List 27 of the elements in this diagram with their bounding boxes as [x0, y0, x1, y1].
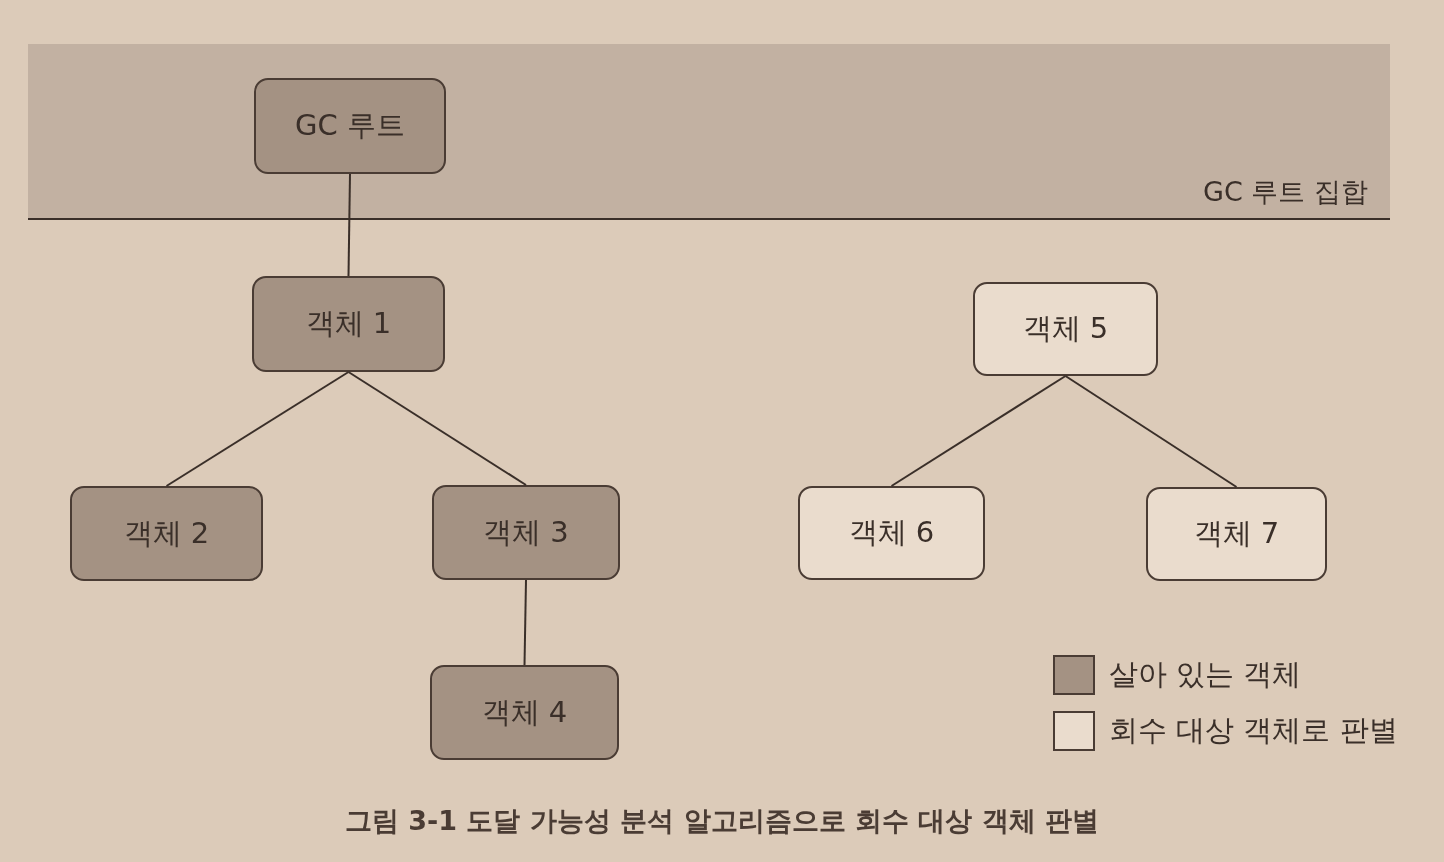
connector-line: [1064, 375, 1238, 488]
object-box: [252, 276, 445, 372]
group-band: [28, 44, 1390, 220]
legend-label: 회수 대상 객체로 판별: [1109, 712, 1398, 749]
legend-label: 살아 있는 객체: [1109, 656, 1302, 693]
group-label: GC 루트 집합: [1203, 175, 1368, 209]
node-label: 객체 1: [305, 305, 392, 342]
connector-line: [523, 579, 527, 666]
object-box: [432, 485, 620, 580]
node-label: 객체 2: [123, 514, 210, 552]
connector-line: [347, 173, 351, 277]
node-label: 객체 6: [848, 514, 935, 551]
node-label: 객체 3: [483, 513, 569, 551]
connector-line: [347, 371, 527, 486]
object-box: [70, 486, 263, 581]
object-box: [254, 78, 446, 174]
figure-caption: 그림 3-1 도달 가능성 분석 알고리즘으로 회수 대상 객체 판별: [344, 805, 1100, 836]
node-label: 객체 7: [1193, 515, 1280, 552]
object-box: [430, 665, 619, 760]
node-label: 객체 4: [481, 693, 568, 731]
object-box: [1146, 487, 1327, 581]
connector-line: [165, 371, 350, 487]
node-label: GC 루트: [295, 107, 405, 144]
connector-line: [890, 375, 1067, 487]
object-box: [973, 282, 1158, 376]
node-label: 객체 5: [1022, 310, 1109, 347]
object-box: [798, 486, 985, 580]
